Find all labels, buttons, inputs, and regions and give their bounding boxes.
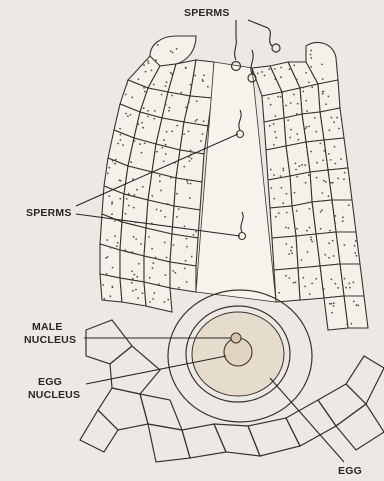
label-egg: EGG: [338, 465, 362, 477]
label-male-nucleus-line1: MALE: [32, 321, 63, 333]
label-sperms-mid: SPERMS: [26, 207, 72, 219]
label-egg-nucleus-line1: EGG: [38, 376, 62, 388]
male-nucleus: [231, 333, 241, 343]
label-egg-nucleus-line2: NUCLEUS: [28, 389, 80, 401]
label-male-nucleus-line2: NUCLEUS: [24, 334, 76, 346]
label-sperms-top: SPERMS: [184, 7, 230, 19]
